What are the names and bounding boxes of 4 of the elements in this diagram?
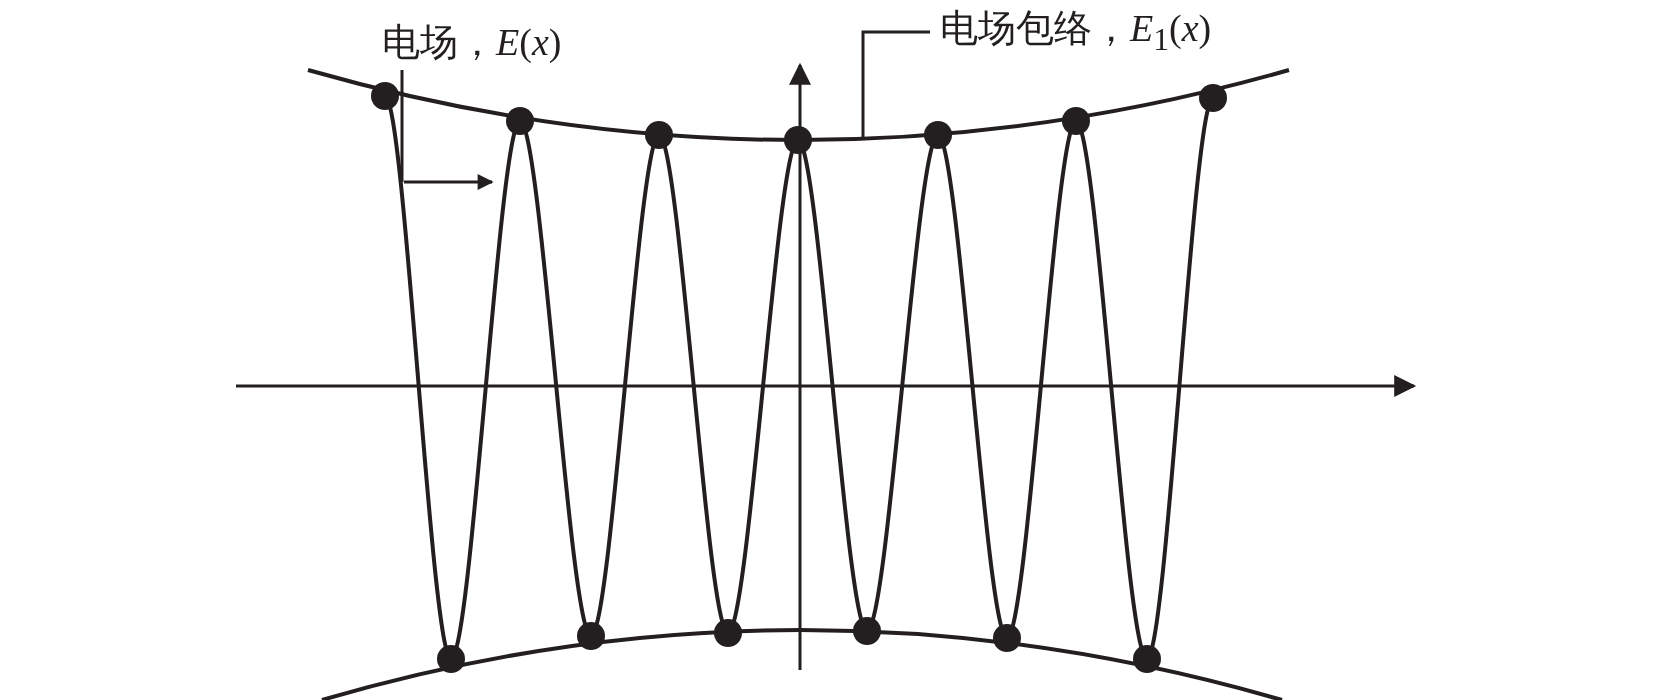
leader-line (861, 30, 930, 139)
curve-label: 电场包络，E$_{1}$(x) (940, 8, 1212, 58)
envelope-curve (307, 68, 1290, 142)
curve-label: 电场，E(x) (382, 22, 562, 64)
